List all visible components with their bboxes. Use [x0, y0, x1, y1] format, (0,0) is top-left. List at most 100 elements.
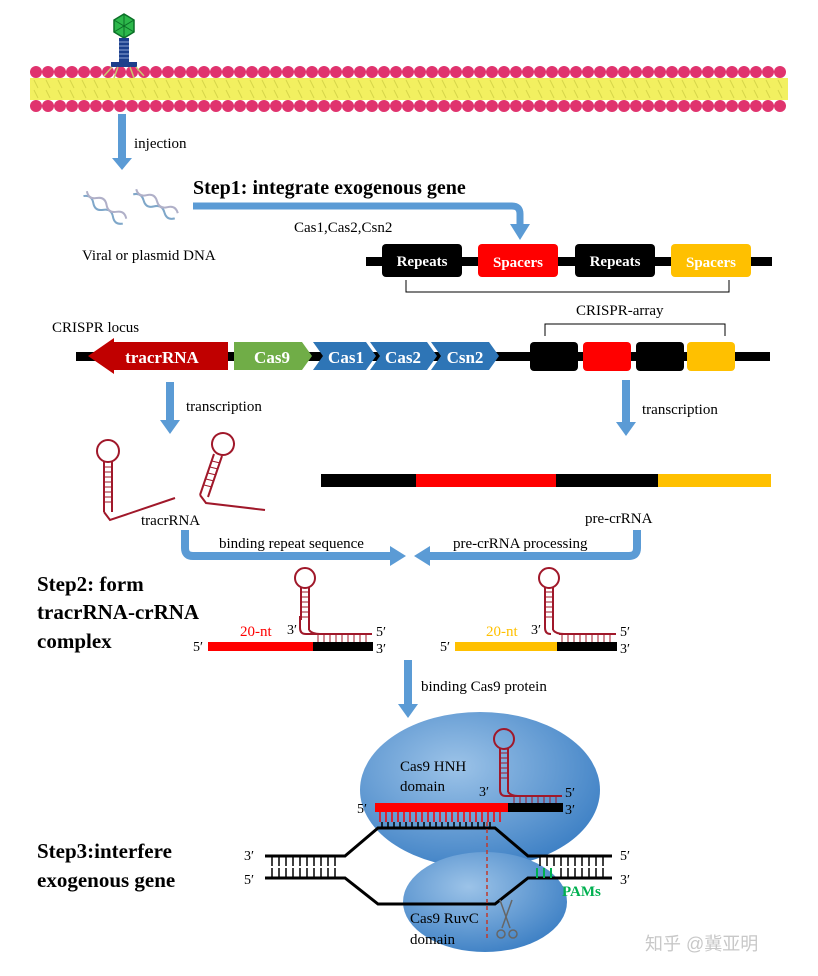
lipid-head — [498, 100, 510, 112]
target-dna — [265, 822, 612, 906]
lipid-head — [258, 66, 270, 78]
lipid-head — [138, 66, 150, 78]
lipid-tail — [57, 79, 63, 89]
lipid-head — [666, 66, 678, 78]
lipid-head — [534, 100, 546, 112]
hnh-label-line1: Cas9 HNH — [400, 759, 466, 775]
lipid-tail — [57, 89, 63, 99]
left-5prime-bottom: 5′ — [193, 640, 203, 655]
viral-dna-icon — [83, 188, 179, 225]
hnh-3prime-top: 3′ — [479, 785, 489, 800]
lipid-tail — [417, 89, 423, 99]
lipid-tail — [777, 79, 783, 89]
lipid-head — [78, 100, 90, 112]
lipid-head — [642, 66, 654, 78]
lipid-head — [342, 100, 354, 112]
lipid-tail — [333, 89, 339, 99]
scissors-icon — [496, 899, 518, 939]
lipid-head — [546, 66, 558, 78]
lipid-tail — [693, 79, 699, 89]
binding-repeat-label: binding repeat sequence — [219, 536, 364, 552]
lipid-head — [714, 66, 726, 78]
cas2-gene-label: Cas2 — [385, 348, 421, 367]
watermark: 知乎 @冀亚明 — [645, 934, 758, 954]
lipid-tail — [729, 89, 735, 99]
lipid-head — [282, 66, 294, 78]
nt20-left-label: 20-nt — [240, 624, 272, 640]
lipid-tail — [753, 89, 759, 99]
lipid-tail — [165, 89, 171, 99]
lipid-head — [66, 100, 78, 112]
lipid-tail — [141, 79, 147, 89]
lipid-tail — [333, 79, 339, 89]
lipid-head — [486, 100, 498, 112]
lipid-head — [378, 100, 390, 112]
lipid-tail — [321, 79, 327, 89]
dna-3prime-left: 3′ — [244, 849, 254, 864]
lipid-head — [414, 66, 426, 78]
lipid-head — [294, 100, 306, 112]
lipid-head — [90, 100, 102, 112]
lipid-tail — [765, 79, 771, 89]
lipid-tail — [501, 89, 507, 99]
lipid-tail — [357, 89, 363, 99]
lipid-head — [726, 66, 738, 78]
lipid-tail — [285, 79, 291, 89]
lipid-tail — [669, 89, 675, 99]
array-bracket-top — [544, 323, 726, 336]
lipid-tail — [657, 89, 663, 99]
lipid-head — [342, 66, 354, 78]
lipid-head — [750, 100, 762, 112]
hnh-5prime-left: 5′ — [357, 802, 367, 817]
step3-title-line2: exogenous gene — [37, 868, 175, 892]
lipid-tail — [573, 89, 579, 99]
complex-right — [455, 567, 617, 651]
lipid-tail — [45, 89, 51, 99]
dna-5prime-right: 5′ — [620, 849, 630, 864]
lipid-tail — [189, 79, 195, 89]
lipid-head — [690, 100, 702, 112]
lipid-head — [582, 100, 594, 112]
lipid-tail — [237, 79, 243, 89]
cas9-gene-label: Cas9 — [254, 348, 290, 367]
array-bracket-bottom — [405, 280, 730, 293]
lipid-tail — [261, 79, 267, 89]
lipid-tail — [489, 79, 495, 89]
lipid-head — [330, 100, 342, 112]
lipid-head — [66, 66, 78, 78]
lipid-head — [138, 100, 150, 112]
lipid-head — [102, 100, 114, 112]
lipid-tail — [441, 89, 447, 99]
tracrrna-gene — [88, 338, 228, 374]
lipid-tail — [81, 79, 87, 89]
lipid-tail — [429, 79, 435, 89]
lipid-head — [174, 66, 186, 78]
lipid-head — [774, 66, 786, 78]
lipid-tail — [633, 79, 639, 89]
lipid-head — [498, 66, 510, 78]
repeat-label-2: Repeats — [590, 254, 641, 270]
lipid-tail — [201, 89, 207, 99]
lipid-tail — [321, 89, 327, 99]
cas-genes-label: Cas1,Cas2,Csn2 — [294, 220, 392, 236]
tracrrna-molecules — [96, 432, 266, 522]
lipid-head — [402, 66, 414, 78]
lipid-tail — [105, 79, 111, 89]
left-3prime-top: 3′ — [287, 623, 297, 638]
lipid-head — [594, 66, 606, 78]
lipid-tail — [81, 89, 87, 99]
lipid-head — [198, 100, 210, 112]
lipid-tail — [33, 79, 39, 89]
lipid-head — [606, 100, 618, 112]
lipid-tail — [225, 79, 231, 89]
lipid-tail — [297, 89, 303, 99]
lipid-head — [318, 100, 330, 112]
lipid-tail — [657, 79, 663, 89]
lipid-tail — [717, 79, 723, 89]
lipid-head — [222, 66, 234, 78]
lipid-head — [702, 100, 714, 112]
lipid-tail — [585, 79, 591, 89]
cas9-guide-complex — [375, 728, 563, 822]
